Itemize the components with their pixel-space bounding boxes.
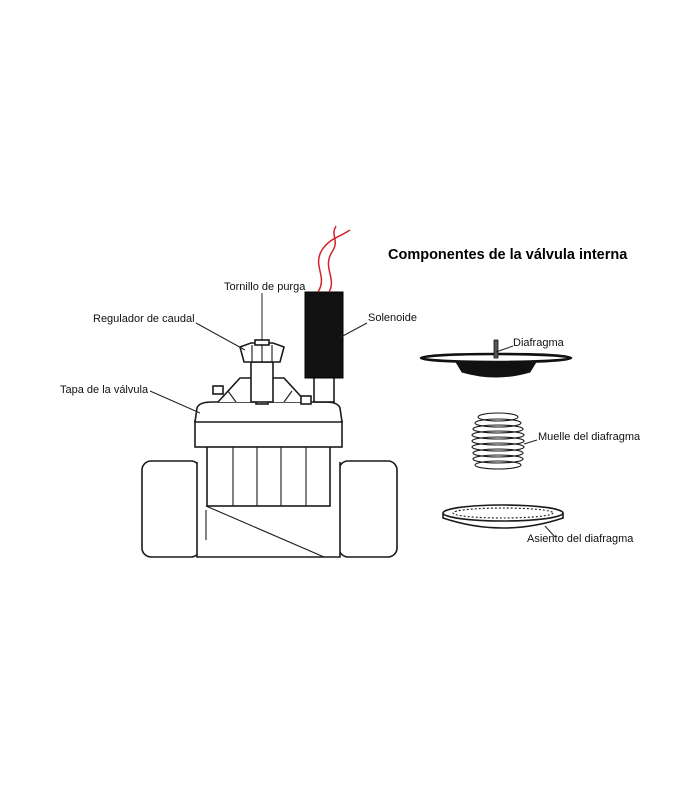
- leader-flow-control: [195, 322, 246, 351]
- solenoid-wire: [317, 229, 351, 293]
- valve-flange: [194, 420, 343, 448]
- diaphragm-spring: [471, 412, 525, 470]
- spring-coil: [472, 448, 524, 458]
- leader-solenoid: [338, 322, 368, 339]
- diaphragm-part: [419, 339, 573, 378]
- label-diaphragm-seat: Asiento del diafragma: [527, 533, 634, 545]
- spring-coil: [472, 424, 524, 434]
- bonnet-rib: [227, 390, 237, 403]
- label-diaphragm: Diafragma: [513, 337, 565, 349]
- solenoid-assembly: [304, 225, 351, 403]
- spring-coil: [471, 442, 525, 452]
- label-bonnet: Tapa de la válvula: [60, 384, 149, 396]
- diaphragm-body: [455, 361, 537, 378]
- spring-coil: [477, 412, 519, 422]
- flow-control-stem: [250, 361, 274, 403]
- diagram-title: Componentes de la válvula interna: [388, 247, 628, 263]
- bonnet-rib: [283, 390, 293, 403]
- solenoid-body: [304, 291, 344, 379]
- bleed-screw: [254, 339, 270, 346]
- leader-spring: [523, 439, 538, 445]
- spring-coil: [471, 430, 525, 440]
- seat-ring: [442, 504, 564, 522]
- bonnet-top: [194, 401, 343, 423]
- flow-control-assembly: [239, 339, 285, 403]
- body-edge-line: [205, 505, 325, 558]
- diaphragm-stem: [493, 339, 499, 359]
- bonnet-bolt: [212, 385, 224, 395]
- label-bleed-screw: Tornillo de purga: [224, 281, 306, 293]
- spring-coil: [474, 418, 522, 428]
- spring-coil: [472, 454, 524, 464]
- solenoid-wire: [327, 225, 337, 293]
- bonnet-bolt: [300, 395, 312, 405]
- leader-seat: [544, 525, 556, 538]
- diaphragm-seat: [442, 504, 564, 529]
- inlet-pipe: [141, 460, 201, 558]
- spring-coil: [471, 436, 525, 446]
- valve-cylinder: [206, 442, 331, 507]
- seat-inner-ring: [452, 507, 554, 519]
- label-diaphragm-spring: Muelle del diafragma: [538, 431, 641, 443]
- outlet-pipe: [338, 460, 398, 558]
- spring-coil: [474, 460, 522, 470]
- label-solenoid: Solenoide: [368, 312, 417, 324]
- label-flow-control: Regulador de caudal: [93, 313, 195, 325]
- leader-bonnet: [149, 390, 201, 414]
- leader-diaphragm: [495, 345, 514, 353]
- valve-body: [141, 420, 398, 558]
